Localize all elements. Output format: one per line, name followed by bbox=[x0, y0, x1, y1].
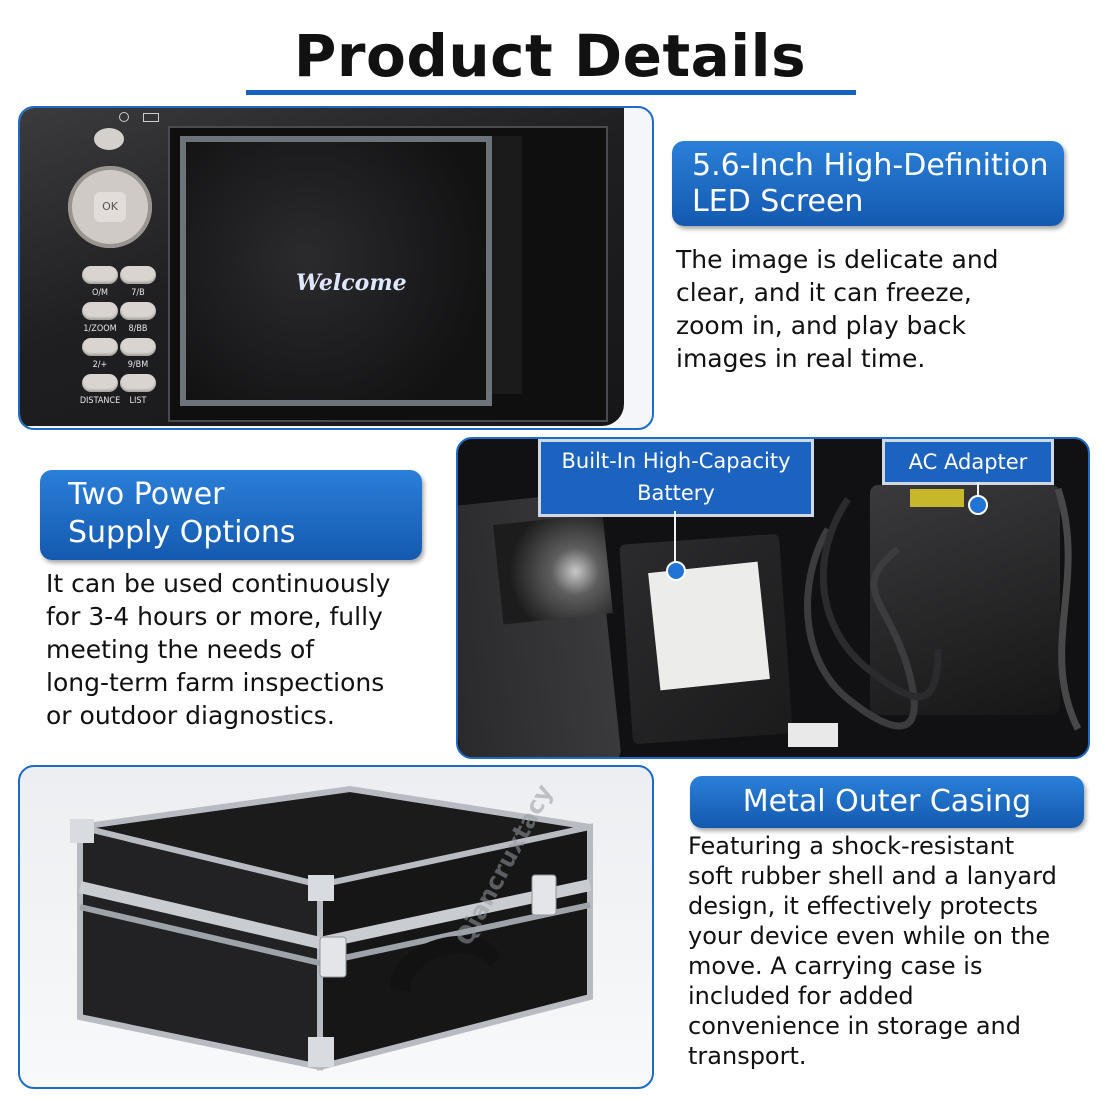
carrying-case bbox=[70, 785, 593, 1071]
key-list[interactable] bbox=[120, 374, 156, 392]
callout-text-line: Battery bbox=[637, 481, 715, 505]
device-edge-screen bbox=[493, 513, 613, 625]
battery-label-sticker bbox=[648, 561, 770, 691]
screen-welcome-text: Welcome bbox=[296, 270, 407, 296]
callout-dot-battery bbox=[666, 561, 686, 581]
power-photo: Built-In High-Capacity Battery AC Adapte… bbox=[456, 437, 1090, 759]
ac-adapter bbox=[870, 485, 1060, 715]
adapter-label bbox=[910, 489, 964, 507]
feature-badge-power: Two Power Supply Options bbox=[40, 470, 422, 560]
feature-title-line: 5.6-Inch High-Definition bbox=[692, 148, 1049, 183]
battery-icon bbox=[143, 113, 159, 122]
device-screen: Welcome bbox=[180, 136, 492, 406]
dpad-ok-button[interactable]: OK bbox=[94, 192, 126, 222]
description-line: The image is delicate and bbox=[676, 245, 999, 274]
key-1zoom[interactable] bbox=[82, 302, 118, 320]
device-photo: Welcome OK O/M 7/B 1/ZOOM 8/BB 2/+ 9/BM … bbox=[18, 106, 654, 430]
feature-description-power: It can be used continuously for 3-4 hour… bbox=[46, 567, 446, 732]
key-label: 2/+ bbox=[92, 360, 108, 370]
description-line: transport. bbox=[688, 1042, 807, 1070]
power-icon bbox=[119, 112, 129, 122]
key-9bm[interactable] bbox=[120, 338, 156, 356]
description-line: clear, and it can freeze, bbox=[676, 278, 972, 307]
key-label: O/M bbox=[91, 288, 109, 298]
description-line: design, it effectively protects bbox=[688, 892, 1038, 920]
key-label: 1/ZOOM bbox=[83, 324, 117, 334]
screen-side-panel bbox=[492, 136, 522, 394]
feature-description-casing: Featuring a shock-resistant soft rubber … bbox=[688, 831, 1093, 1071]
adapter-cables bbox=[804, 487, 1082, 731]
description-line: convenience in storage and bbox=[688, 1012, 1021, 1040]
key-distance[interactable] bbox=[82, 374, 118, 392]
callout-dot-adapter bbox=[968, 495, 988, 515]
callout-text-line: Built-In High-Capacity bbox=[561, 449, 791, 473]
feature-title-line: Supply Options bbox=[68, 515, 296, 550]
callout-adapter: AC Adapter bbox=[882, 439, 1054, 485]
feature-title-line: Two Power bbox=[68, 477, 225, 512]
key-2plus[interactable] bbox=[82, 338, 118, 356]
feature-title-line: LED Screen bbox=[692, 184, 864, 219]
callout-leader-adapter bbox=[977, 482, 979, 496]
description-line: Featuring a shock-resistant bbox=[688, 832, 1015, 860]
description-line: for 3-4 hours or more, fully bbox=[46, 602, 383, 631]
feature-description-screen: The image is delicate and clear, and it … bbox=[676, 243, 1086, 375]
key-label: 7/B bbox=[131, 288, 145, 298]
callout-battery: Built-In High-Capacity Battery bbox=[538, 439, 814, 517]
key-om[interactable] bbox=[82, 266, 118, 284]
callout-leader-battery bbox=[674, 511, 676, 569]
description-line: included for added bbox=[688, 982, 914, 1010]
key-label: 8/BB bbox=[128, 324, 148, 334]
key-label: LIST bbox=[129, 396, 147, 406]
key-7b[interactable] bbox=[120, 266, 156, 284]
page-title: Product Details bbox=[293, 22, 807, 90]
title-underline bbox=[246, 90, 856, 95]
description-line: images in real time. bbox=[676, 344, 926, 373]
key-label: DISTANCE bbox=[79, 396, 121, 406]
key-label: 9/BM bbox=[127, 360, 149, 370]
description-line: meeting the needs of bbox=[46, 635, 315, 664]
description-line: It can be used continuously bbox=[46, 569, 391, 598]
description-line: move. A carrying case is bbox=[688, 952, 983, 980]
function-key[interactable] bbox=[94, 128, 124, 150]
key-8bb[interactable] bbox=[120, 302, 156, 320]
description-line: or outdoor diagnostics. bbox=[46, 701, 335, 730]
feature-badge-screen: 5.6-Inch High-Definition LED Screen bbox=[672, 141, 1064, 226]
description-line: zoom in, and play back bbox=[676, 311, 966, 340]
description-line: your device even while on the bbox=[688, 922, 1051, 950]
feature-badge-casing: Metal Outer Casing bbox=[690, 776, 1084, 828]
battery-connector bbox=[788, 723, 838, 747]
case-photo: Qiancruxtacy bbox=[18, 765, 654, 1089]
description-line: long-term farm inspections bbox=[46, 668, 385, 697]
description-line: soft rubber shell and a lanyard bbox=[688, 862, 1057, 890]
